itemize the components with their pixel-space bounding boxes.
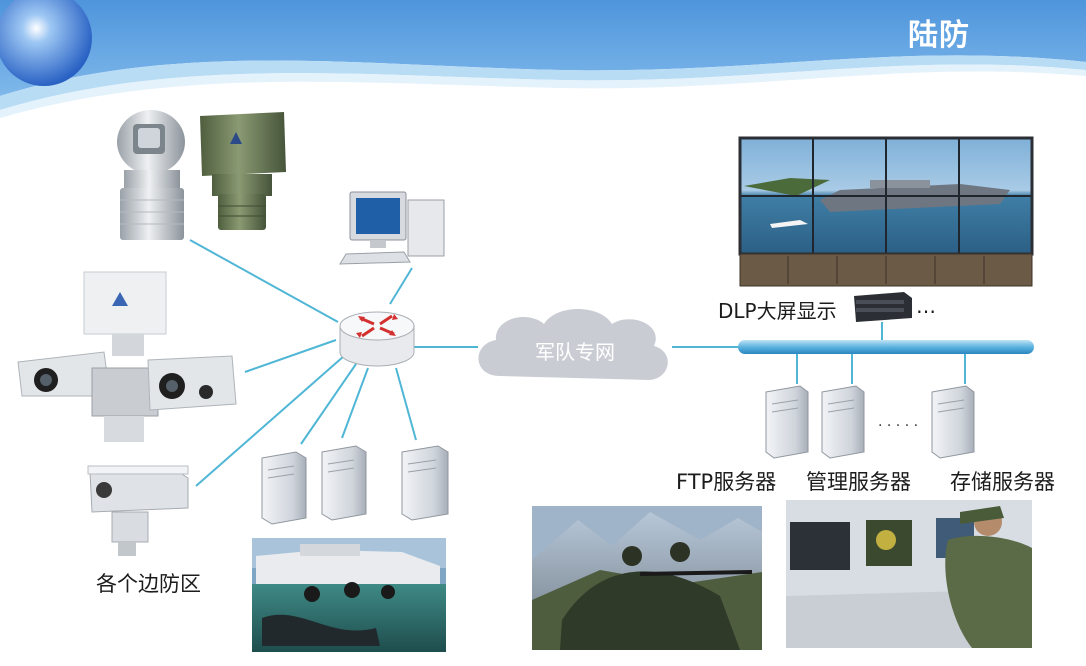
header-banner bbox=[0, 0, 1086, 118]
ptz-camera-icon bbox=[117, 110, 185, 240]
orb-icon bbox=[0, 0, 92, 86]
cloud-label: 军队专网 bbox=[535, 340, 615, 364]
video-wall-icon bbox=[738, 136, 1034, 287]
dual-sensor-turret-icon bbox=[17, 271, 237, 442]
server-icon bbox=[401, 445, 449, 521]
router-icon bbox=[339, 311, 415, 367]
server-icon bbox=[261, 451, 307, 525]
border-zones-label: 各个边防区 bbox=[96, 572, 201, 596]
cloud-icon bbox=[478, 309, 668, 380]
network-bus bbox=[738, 340, 1034, 354]
page-title: 陆防 bbox=[908, 18, 970, 53]
router-links bbox=[189, 239, 966, 487]
server-icon bbox=[765, 385, 809, 459]
server-icon bbox=[821, 385, 865, 459]
radar-unit-icon bbox=[200, 112, 286, 230]
ftp-server-label: FTP服务器 bbox=[676, 470, 777, 494]
server-icon bbox=[321, 445, 367, 521]
server-icon bbox=[931, 385, 975, 459]
dlp-ellipsis: … bbox=[916, 294, 936, 318]
long-range-camera-icon bbox=[87, 465, 189, 556]
photo-operator-console bbox=[786, 500, 1032, 648]
desktop-computer-icon bbox=[339, 191, 445, 265]
dlp-label: DLP大屏显示 bbox=[718, 299, 837, 323]
photo-patrol-boat bbox=[252, 538, 446, 652]
storage-server-label: 存储服务器 bbox=[950, 470, 1055, 494]
management-server-label: 管理服务器 bbox=[806, 470, 911, 494]
server-ellipsis: · · · · · bbox=[878, 418, 919, 434]
rack-device-icon bbox=[854, 292, 912, 322]
photo-mountain-patrol bbox=[532, 506, 762, 650]
